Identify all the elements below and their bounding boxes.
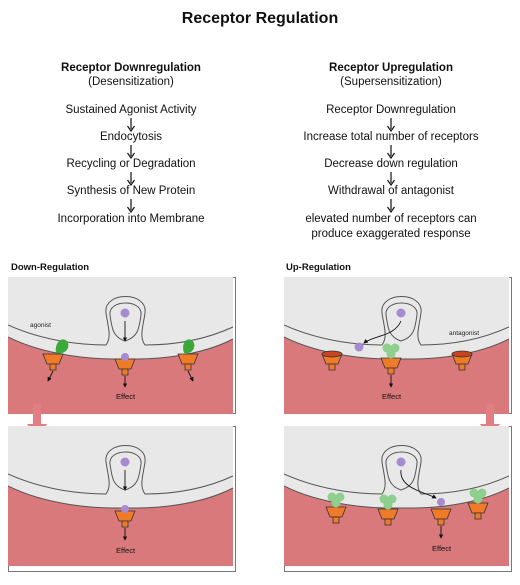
down-step-4: Synthesis of New Protein (66, 185, 196, 197)
down-arrow-icon (387, 199, 395, 213)
up-step-1: Receptor Downregulation (326, 104, 456, 116)
up-step-5b: produce exaggerated response (311, 228, 471, 240)
effect-label: Effect (382, 392, 402, 401)
page-title: Receptor Regulation (181, 10, 339, 27)
upregulation-subheading: (Supersensitization) (340, 76, 442, 88)
effect-label: Effect (116, 546, 136, 555)
effect-label: Effect (432, 544, 452, 553)
down-step-2: Endocytosis (99, 131, 163, 143)
down-regulation-title: Down-Regulation (11, 262, 90, 273)
agonist-icon (55, 339, 69, 354)
agonist-label: agonist (30, 322, 51, 329)
up-step-5a: elevated number of receptors can (305, 213, 477, 225)
down-arrow-icon (127, 118, 135, 132)
effect-label: Effect (116, 392, 136, 401)
up-regulation-top-panel: antagonist Effect (284, 277, 512, 414)
up-step-3: Decrease down regulation (324, 158, 458, 170)
internalized-receptor (354, 342, 364, 352)
down-step-3: Recycling or Degradation (66, 158, 196, 170)
down-step-5: Incorporation into Membrane (57, 213, 205, 225)
upregulation-heading: Receptor Upregulation (329, 62, 453, 74)
down-arrow-icon (387, 172, 395, 186)
down-step-1: Sustained Agonist Activity (65, 104, 197, 116)
up-step-4: Withdrawal of antagonist (328, 185, 454, 197)
downregulation-heading: Receptor Downregulation (61, 62, 201, 74)
up-step-2: Increase total number of receptors (303, 131, 479, 143)
up-regulation-bottom-panel: Effect (284, 426, 512, 572)
downregulation-subheading: (Desensitization) (88, 76, 174, 88)
down-arrow-icon (127, 172, 135, 186)
down-regulation-top-panel: agonist Effect (8, 277, 236, 414)
down-regulation-bottom-panel: Effect (8, 426, 236, 572)
down-arrow-icon (127, 145, 135, 159)
agonist-icon (183, 339, 195, 354)
up-regulation-title: Up-Regulation (286, 262, 351, 273)
down-arrow-icon (387, 118, 395, 132)
down-arrow-icon (127, 199, 135, 213)
antagonist-label: antagonist (449, 330, 479, 337)
down-arrow-icon (387, 145, 395, 159)
